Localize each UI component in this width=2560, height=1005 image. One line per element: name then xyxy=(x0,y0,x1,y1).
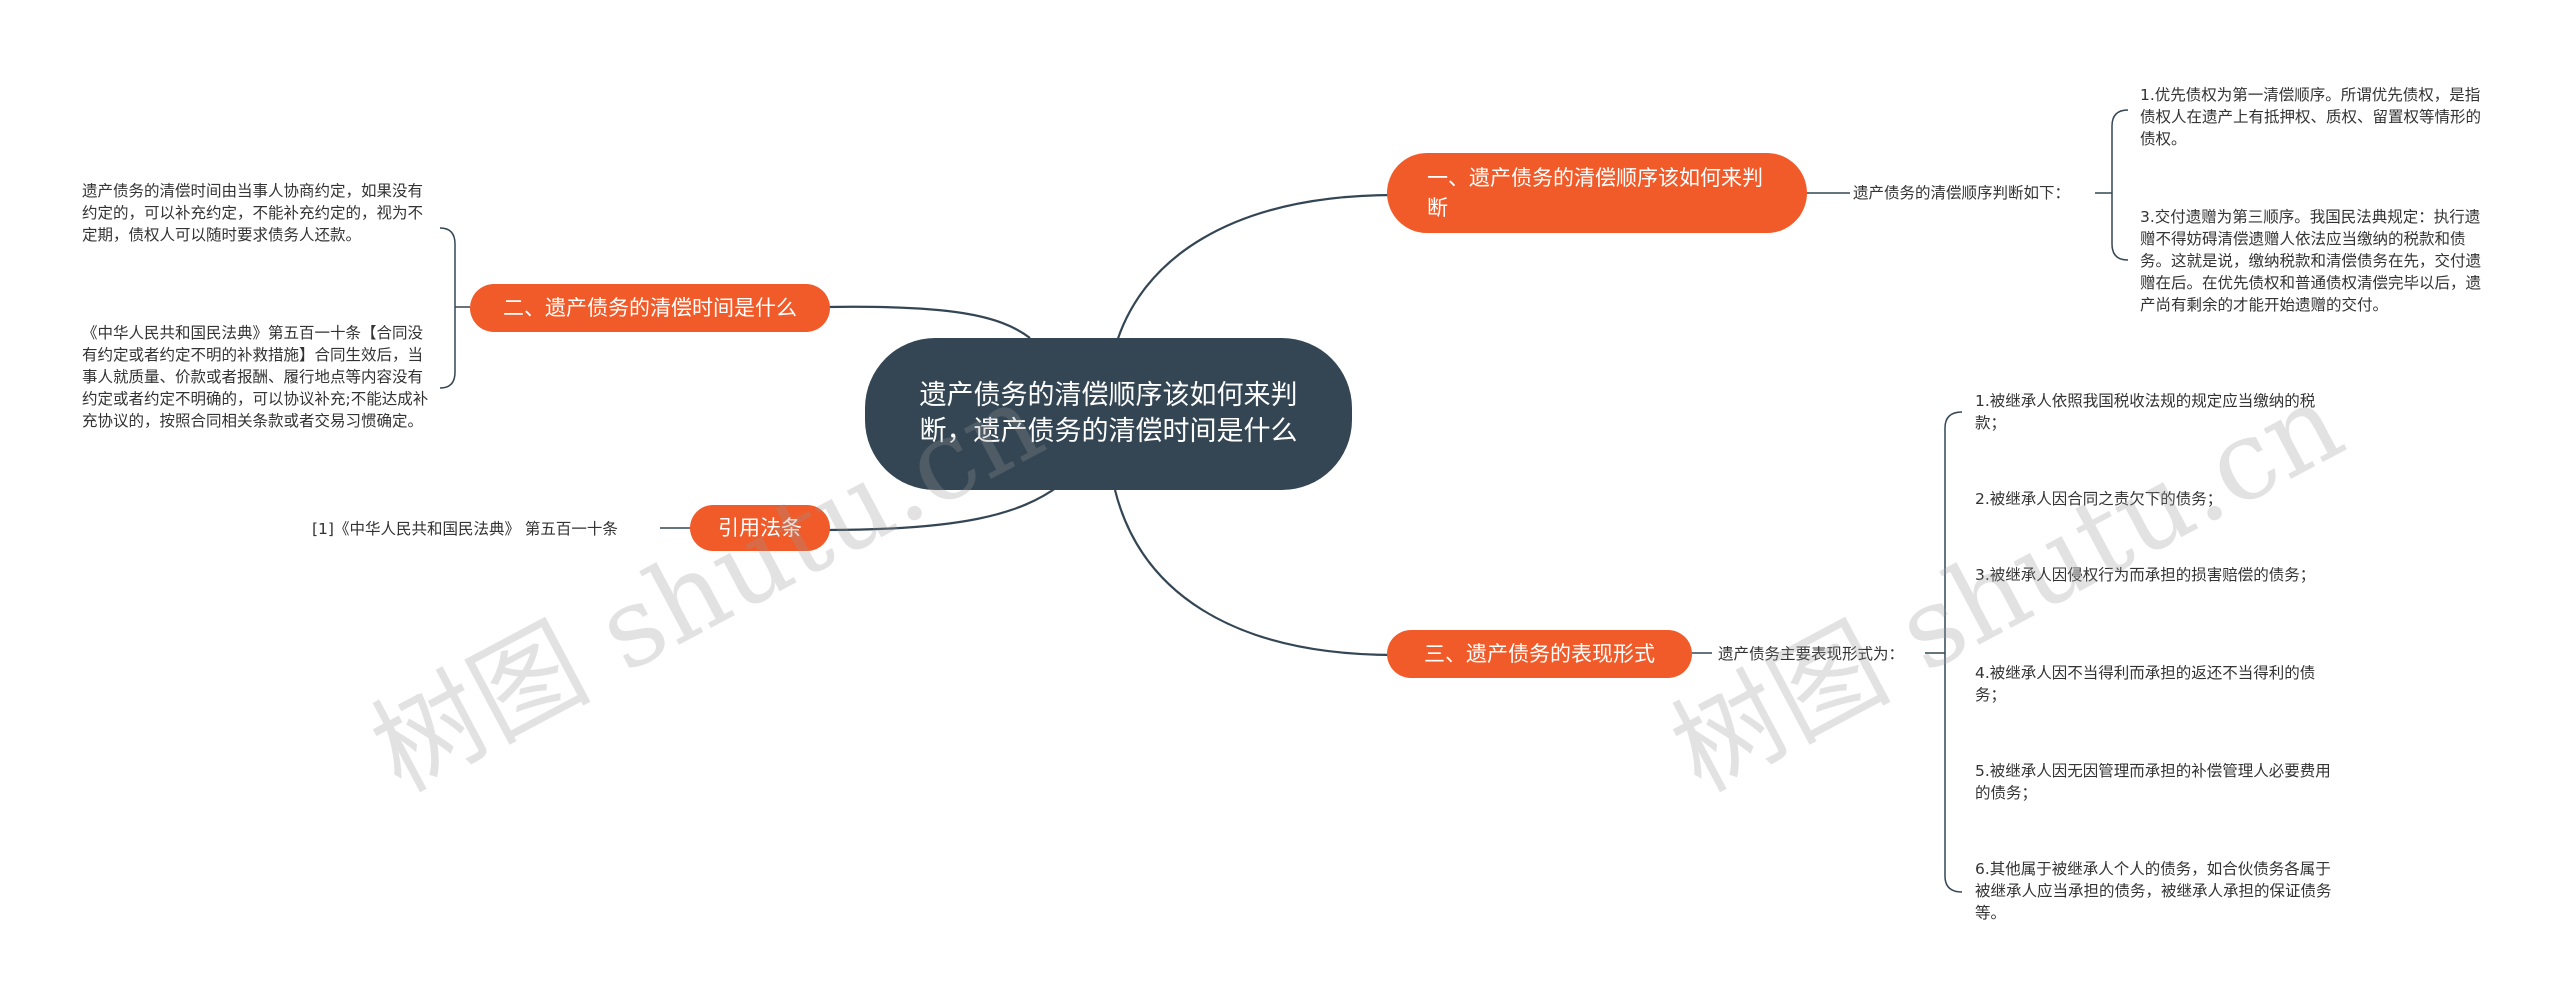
leaf-debt-forms-4: 4.被继承人因不当得利而承担的返还不当得利的债务； xyxy=(1975,664,2316,704)
leaf-debt-forms-2: 2.被继承人因合同之责欠下的债务； xyxy=(1975,490,2223,508)
branch-debt-forms-label: 三、遗产债务的表现形式 xyxy=(1424,642,1655,666)
branch-debt-forms[interactable]: 三、遗产债务的表现形式 xyxy=(1387,630,1692,678)
leaf-debt-forms-3: 3.被继承人因侵权行为而承担的损害赔偿的债务； xyxy=(1975,566,2316,584)
branch-clearing-time-label: 二、遗产债务的清偿时间是什么 xyxy=(503,296,797,320)
leaf-cited-law-1: [1]《中华人民共和国民法典》 第五百一十条 xyxy=(312,520,618,538)
connector-b1-bracket xyxy=(2111,109,2129,261)
connector-central-b1 xyxy=(1113,193,1396,349)
branch-clearing-time[interactable]: 二、遗产债务的清偿时间是什么 xyxy=(470,284,830,332)
connector-b2-bracket xyxy=(439,227,456,389)
leaf-debt-forms-6: 6.其他属于被继承人个人的债务，如合伙债务各属于被继承人应当承担的债务，被继承人… xyxy=(1975,860,2332,922)
leaf-clearing-time-1: 遗产债务的清偿时间由当事人协商约定，如果没有约定的，可以补充约定，不能补充约定的… xyxy=(82,182,424,244)
leaf-clearing-time-2: 《中华人民共和国民法典》第五百一十条【合同没有约定或者约定不明的补救措施】合同生… xyxy=(82,324,429,430)
leaf-debt-forms-1: 1.被继承人依照我国税收法规的规定应当缴纳的税款； xyxy=(1975,392,2316,432)
central-topic[interactable]: 遗产债务的清偿顺序该如何来判断，遗产债务的清偿时间是什么 xyxy=(865,338,1352,490)
connector-central-b4 xyxy=(1113,489,1396,657)
branch-clearing-order[interactable]: 一、遗产债务的清偿顺序该如何来判断 xyxy=(1387,153,1807,233)
connector-b4-bracket xyxy=(1944,411,1963,893)
connector-central-b3 xyxy=(824,484,1061,532)
branch-clearing-order-label: 一、遗产债务的清偿顺序该如何来判断 xyxy=(1427,166,1763,220)
leaf-clearing-order-3: 3.交付遗赠为第三顺序。我国民法典规定：执行遗赠不得妨碍清偿遗赠人依法应当缴纳的… xyxy=(2140,208,2482,314)
connector-central-b2 xyxy=(824,305,1031,339)
leaf-debt-forms-5: 5.被继承人因无因管理而承担的补偿管理人必要费用的债务； xyxy=(1975,762,2331,802)
central-topic-label: 遗产债务的清偿顺序该如何来判断，遗产债务的清偿时间是什么 xyxy=(919,380,1298,447)
mid-debt-forms-intro: 遗产债务主要表现形式为： xyxy=(1718,645,1905,663)
leaf-clearing-order-1: 1.优先债权为第一清偿顺序。所谓优先债权，是指债权人在遗产上有抵押权、质权、留置… xyxy=(2140,86,2482,148)
branch-cited-law[interactable]: 引用法条 xyxy=(690,505,830,551)
branch-cited-law-label: 引用法条 xyxy=(718,516,802,540)
mid-clearing-order-intro: 遗产债务的清偿顺序判断如下： xyxy=(1853,184,2071,202)
